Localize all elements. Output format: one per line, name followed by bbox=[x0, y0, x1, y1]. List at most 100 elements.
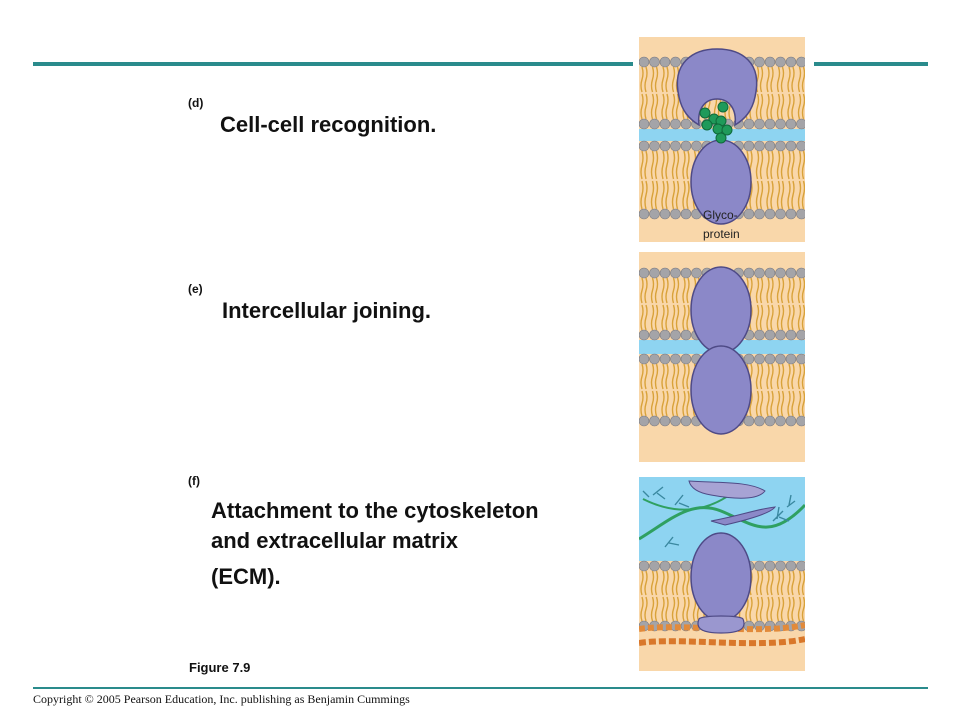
lipid-tail bbox=[654, 277, 659, 304]
lipid-head bbox=[775, 118, 786, 130]
lipid-head bbox=[775, 208, 786, 220]
lipid-head bbox=[670, 208, 681, 220]
glycoprotein-label-line1: Glyco- bbox=[703, 208, 738, 222]
lipid-tail bbox=[644, 390, 648, 417]
lipid-tail bbox=[671, 180, 676, 210]
lipid-tail bbox=[759, 180, 764, 210]
lipid-tail bbox=[770, 277, 774, 304]
top-rule-left bbox=[33, 62, 633, 66]
lipid-head bbox=[775, 353, 786, 365]
lipid-head bbox=[764, 140, 776, 152]
lipid-head bbox=[785, 353, 797, 365]
carbohydrate-chain bbox=[699, 101, 733, 144]
lipid-tail bbox=[766, 596, 770, 622]
lipid-tail bbox=[671, 150, 676, 180]
lipid-tail bbox=[776, 363, 781, 390]
lipid-head bbox=[764, 329, 776, 341]
lipid-tail bbox=[776, 570, 781, 596]
lipid-tail bbox=[654, 596, 659, 622]
lipid-tail bbox=[671, 390, 676, 417]
lipid-head bbox=[785, 267, 797, 279]
lipid-head bbox=[785, 415, 797, 427]
lipid-head bbox=[649, 140, 660, 152]
lipid-head bbox=[754, 329, 765, 341]
lipid-tail bbox=[791, 180, 795, 210]
lipid-head bbox=[764, 267, 776, 279]
lipid-head bbox=[796, 140, 805, 152]
lipid-tail bbox=[644, 66, 648, 93]
lipid-tail bbox=[650, 150, 655, 180]
lipid-tail bbox=[759, 150, 764, 180]
lipid-head bbox=[639, 353, 650, 365]
panel-cell-cell-recognition: Glyco- protein bbox=[639, 37, 805, 242]
lipid-tail bbox=[797, 150, 802, 180]
lipid-tail bbox=[780, 363, 785, 390]
lipid-tail bbox=[791, 363, 795, 390]
lipid-tail bbox=[787, 66, 791, 93]
lipid-head bbox=[670, 140, 681, 152]
lipid-tail bbox=[644, 150, 648, 180]
section-f-heading-line2: and extracellular matrix bbox=[211, 528, 459, 553]
lipid-head bbox=[680, 415, 692, 427]
lipid-tail bbox=[640, 277, 644, 304]
lipid-tail bbox=[801, 150, 805, 180]
lipid-tail bbox=[791, 93, 795, 120]
lipid-head bbox=[796, 118, 805, 130]
lipid-tail bbox=[745, 596, 749, 622]
lipid-head bbox=[796, 560, 805, 572]
lipid-tail bbox=[665, 390, 669, 417]
lipid-head bbox=[785, 56, 797, 68]
lipid-tail bbox=[665, 150, 669, 180]
lipid-head bbox=[764, 208, 776, 220]
lipid-tail bbox=[759, 596, 764, 622]
lipid-tail bbox=[801, 304, 805, 331]
lipid-tail bbox=[766, 277, 770, 304]
lipid-tail bbox=[797, 596, 802, 622]
lipid-tail bbox=[766, 93, 770, 120]
lipid-tail bbox=[675, 93, 680, 120]
lipid-head bbox=[743, 353, 755, 365]
lipid-tail bbox=[780, 180, 785, 210]
lipid-tail bbox=[675, 390, 680, 417]
lipid-head bbox=[670, 353, 681, 365]
lipid-tail bbox=[665, 180, 669, 210]
lipid-head bbox=[796, 267, 805, 279]
lipid-tail bbox=[650, 66, 655, 93]
lipid-tail bbox=[682, 180, 686, 210]
lipid-tail bbox=[671, 570, 676, 596]
lipid-tail bbox=[665, 66, 669, 93]
lipid-tail bbox=[686, 304, 690, 331]
lipid-head bbox=[649, 56, 660, 68]
lipid-head bbox=[649, 267, 660, 279]
lipid-head bbox=[670, 415, 681, 427]
lipid-tail bbox=[654, 570, 659, 596]
lipid-tail bbox=[787, 93, 791, 120]
lipid-tail bbox=[671, 66, 676, 93]
lipid-head bbox=[764, 415, 776, 427]
lipid-head bbox=[659, 353, 671, 365]
lipid-tail bbox=[791, 390, 795, 417]
lipid-head bbox=[639, 118, 650, 130]
lipid-tail bbox=[654, 363, 659, 390]
section-f-heading-line3: (ECM). bbox=[211, 564, 281, 589]
lipid-head bbox=[639, 140, 650, 152]
lipid-tail bbox=[780, 277, 785, 304]
lipid-tail bbox=[797, 66, 802, 93]
lipid-head bbox=[796, 208, 805, 220]
lipid-tail bbox=[686, 180, 690, 210]
lipid-tail bbox=[801, 66, 805, 93]
lipid-tail bbox=[770, 304, 774, 331]
lipid-head bbox=[680, 118, 692, 130]
lipid-tail bbox=[640, 93, 644, 120]
lipid-head bbox=[680, 353, 692, 365]
lipid-head bbox=[659, 118, 671, 130]
lipid-tail bbox=[654, 93, 659, 120]
lipid-tail bbox=[665, 596, 669, 622]
lipid-tail bbox=[661, 66, 665, 93]
lipid-head bbox=[680, 329, 692, 341]
lipid-head bbox=[796, 415, 805, 427]
lipid-head bbox=[764, 118, 776, 130]
lipid-head bbox=[754, 560, 765, 572]
lipid-tail bbox=[665, 304, 669, 331]
lipid-head bbox=[670, 267, 681, 279]
